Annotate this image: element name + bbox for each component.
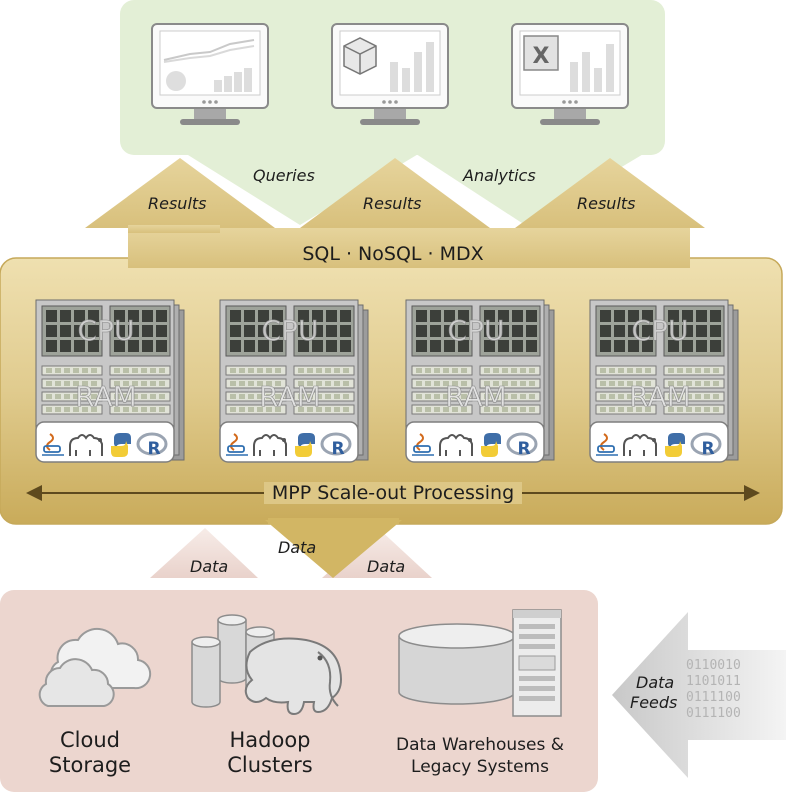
- ram-stick: [411, 365, 473, 376]
- ram-stick: [293, 365, 355, 376]
- hadoop-cluster-icon: [191, 614, 342, 716]
- svg-text:R: R: [517, 439, 530, 459]
- data-label-right: Data: [367, 557, 406, 576]
- ram-stick: [109, 404, 171, 415]
- ram-stick: [41, 391, 103, 402]
- results-label-center: Results: [363, 194, 422, 213]
- monitor-cube-analytics: [331, 23, 449, 125]
- r-icon: R: [136, 432, 168, 459]
- monitor-dashboard: [151, 23, 269, 125]
- ram-stick: [411, 378, 473, 389]
- ram-stick: [225, 404, 287, 415]
- data-feeds-label-1: Data: [636, 673, 675, 692]
- ram-stick: [293, 378, 355, 389]
- r-icon: R: [320, 432, 352, 459]
- ram-stick: [225, 365, 287, 376]
- r-icon: R: [506, 432, 538, 459]
- ram-stick: [479, 404, 541, 415]
- perl-camel-icon: [623, 434, 657, 456]
- cpu-label: CPU: [78, 314, 135, 347]
- ram-stick: [663, 365, 725, 376]
- ram-label: RAM: [75, 380, 137, 413]
- hadoop-elephant-icon: [244, 637, 342, 716]
- excel-icon: X: [533, 44, 550, 69]
- ram-stick: [41, 365, 103, 376]
- cpu-label: CPU: [262, 314, 319, 347]
- results-label-right: Results: [577, 194, 636, 213]
- perl-camel-icon: [439, 434, 473, 456]
- server-rack-icon: [512, 609, 562, 717]
- ram-stick: [595, 378, 657, 389]
- ram-stick: [595, 391, 657, 402]
- java-icon: [412, 433, 434, 456]
- data-warehouse-icon: [398, 609, 562, 717]
- data-warehouses-label: Data Warehouses &Legacy Systems: [396, 735, 564, 777]
- ram-stick: [411, 391, 473, 402]
- perl-camel-icon: [253, 434, 287, 456]
- ram-stick: [663, 378, 725, 389]
- ram-stick: [595, 365, 657, 376]
- compute-node: CPU RAM R: [219, 299, 369, 463]
- svg-text:R: R: [331, 439, 344, 459]
- ram-stick: [595, 404, 657, 415]
- ram-stick: [225, 391, 287, 402]
- data-up-arrow-left: [150, 528, 258, 578]
- svg-text:R: R: [147, 439, 160, 459]
- queries-arrow: [180, 150, 425, 225]
- data-label-left: Data: [190, 557, 229, 576]
- python-icon: [111, 433, 131, 457]
- svg-text:R: R: [701, 439, 714, 459]
- data-up-arrow-right: [322, 528, 432, 578]
- compute-node: CPU RAM R: [405, 299, 555, 463]
- analytics-label: Analytics: [463, 166, 536, 185]
- compute-node: CPU RAM R: [589, 299, 739, 463]
- ram-label: RAM: [629, 380, 691, 413]
- java-icon: [226, 433, 248, 456]
- compute-node: CPU RAM R: [35, 299, 185, 463]
- ram-stick: [663, 391, 725, 402]
- ram-stick: [293, 404, 355, 415]
- java-icon: [596, 433, 618, 456]
- results-label-left: Results: [148, 194, 207, 213]
- perl-camel-icon: [69, 434, 103, 456]
- python-icon: [295, 433, 315, 457]
- data-label-center: Data: [278, 538, 317, 557]
- queries-label: Queries: [253, 166, 315, 185]
- ram-stick: [293, 391, 355, 402]
- ram-stick: [663, 404, 725, 415]
- binary-stream: 0110010 1101011 0111100 0111100: [686, 658, 741, 721]
- results-arrows: [85, 158, 705, 268]
- r-icon: R: [690, 432, 722, 459]
- python-icon: [665, 433, 685, 457]
- cpu-label: CPU: [448, 314, 505, 347]
- data-feeds-arrow: [612, 612, 786, 778]
- ram-label: RAM: [445, 380, 507, 413]
- ram-label: RAM: [259, 380, 321, 413]
- cloud-icon: [38, 627, 152, 707]
- ram-stick: [109, 391, 171, 402]
- data-feeds-label-2: Feeds: [630, 693, 678, 712]
- ram-stick: [41, 378, 103, 389]
- ram-stick: [479, 378, 541, 389]
- ram-stick: [109, 378, 171, 389]
- ram-stick: [41, 404, 103, 415]
- ram-stick: [411, 404, 473, 415]
- query-languages-label: SQL · NoSQL · MDX: [302, 243, 484, 265]
- ram-stick: [479, 391, 541, 402]
- python-icon: [481, 433, 501, 457]
- ram-stick: [109, 365, 171, 376]
- ram-stick: [225, 378, 287, 389]
- monitor-excel: X: [511, 23, 629, 125]
- mpp-processing-label: MPP Scale-out Processing: [0, 482, 786, 504]
- cpu-label: CPU: [632, 314, 689, 347]
- ram-stick: [479, 365, 541, 376]
- java-icon: [42, 433, 64, 456]
- analytics-arrow: [410, 150, 650, 225]
